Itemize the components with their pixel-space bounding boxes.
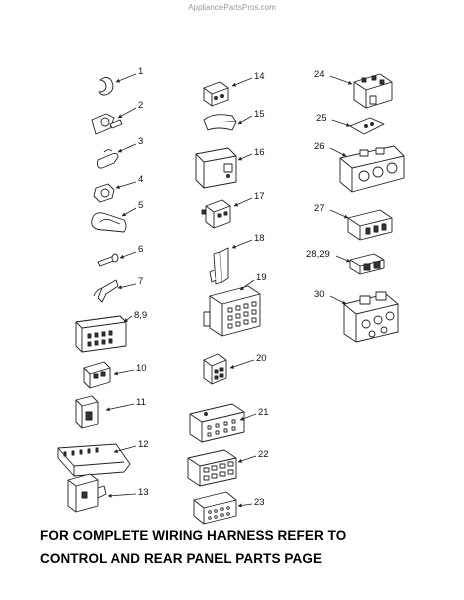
leader-14 [231,77,253,87]
part-21-block-connector [189,403,245,443]
leader-8-9 [123,315,133,323]
leader-27 [329,209,349,219]
leader-10 [113,369,135,376]
part-22-multi-terminal [187,449,237,487]
part-7-terminal [93,279,119,303]
callout-5: 5 [138,200,144,211]
part-4-grommet [93,183,115,203]
part-28-29-terminal-pair [349,253,385,275]
callout-16: 16 [254,147,265,158]
callout-22: 22 [258,449,269,460]
callout-25: 25 [316,113,327,124]
leader-22 [237,455,257,463]
callout-19: 19 [256,272,267,283]
part-24-relay-housing [353,73,393,109]
callout-11: 11 [136,397,146,408]
callout-2: 2 [138,100,144,111]
callout-14: 14 [254,71,265,82]
leader-20 [229,359,255,369]
leader-28-29 [335,255,351,263]
callout-10: 10 [136,363,147,374]
leader-7 [117,283,137,290]
part-6-screw [97,253,119,267]
leader-3 [117,143,137,153]
leader-1 [115,73,137,83]
callout-21: 21 [258,407,269,418]
watermark: AppliancePartsPros.com [188,3,276,12]
leader-16 [237,153,253,161]
part-20-plug [203,353,227,385]
part-8-9-connector-housing [75,315,127,353]
leader-13 [107,493,137,498]
leader-6 [119,251,137,259]
part-27-connector [347,209,393,241]
part-15-cover [203,114,237,131]
callout-26: 26 [314,141,325,152]
callout-8-9: 8,9 [134,310,148,321]
leader-4 [115,181,137,189]
part-2-cable-clamp [91,113,123,135]
footer-note-line-1: FOR COMPLETE WIRING HARNESS REFER TO [40,528,347,543]
callout-24: 24 [314,69,325,80]
leader-30 [329,295,347,305]
callout-1: 1 [138,66,144,77]
leader-2 [117,107,137,119]
callout-27: 27 [314,203,325,214]
part-1-wire-clip [98,77,114,96]
callout-15: 15 [254,109,265,120]
callout-30: 30 [314,289,325,300]
part-13-connector [67,473,107,513]
part-23-header-connector [193,491,237,525]
part-30-multi-pin-block [343,291,399,343]
callout-17: 17 [254,191,265,202]
callout-20: 20 [256,353,267,364]
part-25-plate [349,117,385,135]
part-19-multi-pin-connector [203,285,261,337]
callout-28-29: 28,29 [306,249,330,260]
part-5-wire-clamp [91,212,127,233]
leader-26 [329,147,347,157]
leader-21 [239,413,257,421]
leader-15 [237,115,253,125]
footer-note-line-2: CONTROL AND REAR PANEL PARTS PAGE [40,551,323,566]
leader-25 [331,119,351,127]
part-17-connector [201,199,231,229]
leader-12 [113,445,137,453]
leader-19 [239,279,255,291]
callout-6: 6 [138,244,144,255]
callout-7: 7 [138,276,144,287]
part-18-bracket [209,247,229,285]
callout-4: 4 [138,174,144,185]
part-10-terminal-block [83,361,111,389]
callout-23: 23 [254,497,265,508]
leader-18 [231,239,253,249]
part-16-housing [195,147,237,189]
leader-5 [121,207,137,217]
leader-17 [233,197,253,207]
callout-3: 3 [138,136,144,147]
leader-24 [329,75,353,85]
callout-13: 13 [138,487,149,498]
part-11-connector [75,395,99,429]
part-14-plug [203,81,229,107]
leader-11 [105,403,135,412]
callout-12: 12 [138,439,149,450]
part-26-terminal-bank [339,145,405,193]
leader-23 [237,503,253,508]
callout-18: 18 [254,233,265,244]
part-3-clip [97,149,119,169]
part-12-terminal-strip [57,443,131,477]
